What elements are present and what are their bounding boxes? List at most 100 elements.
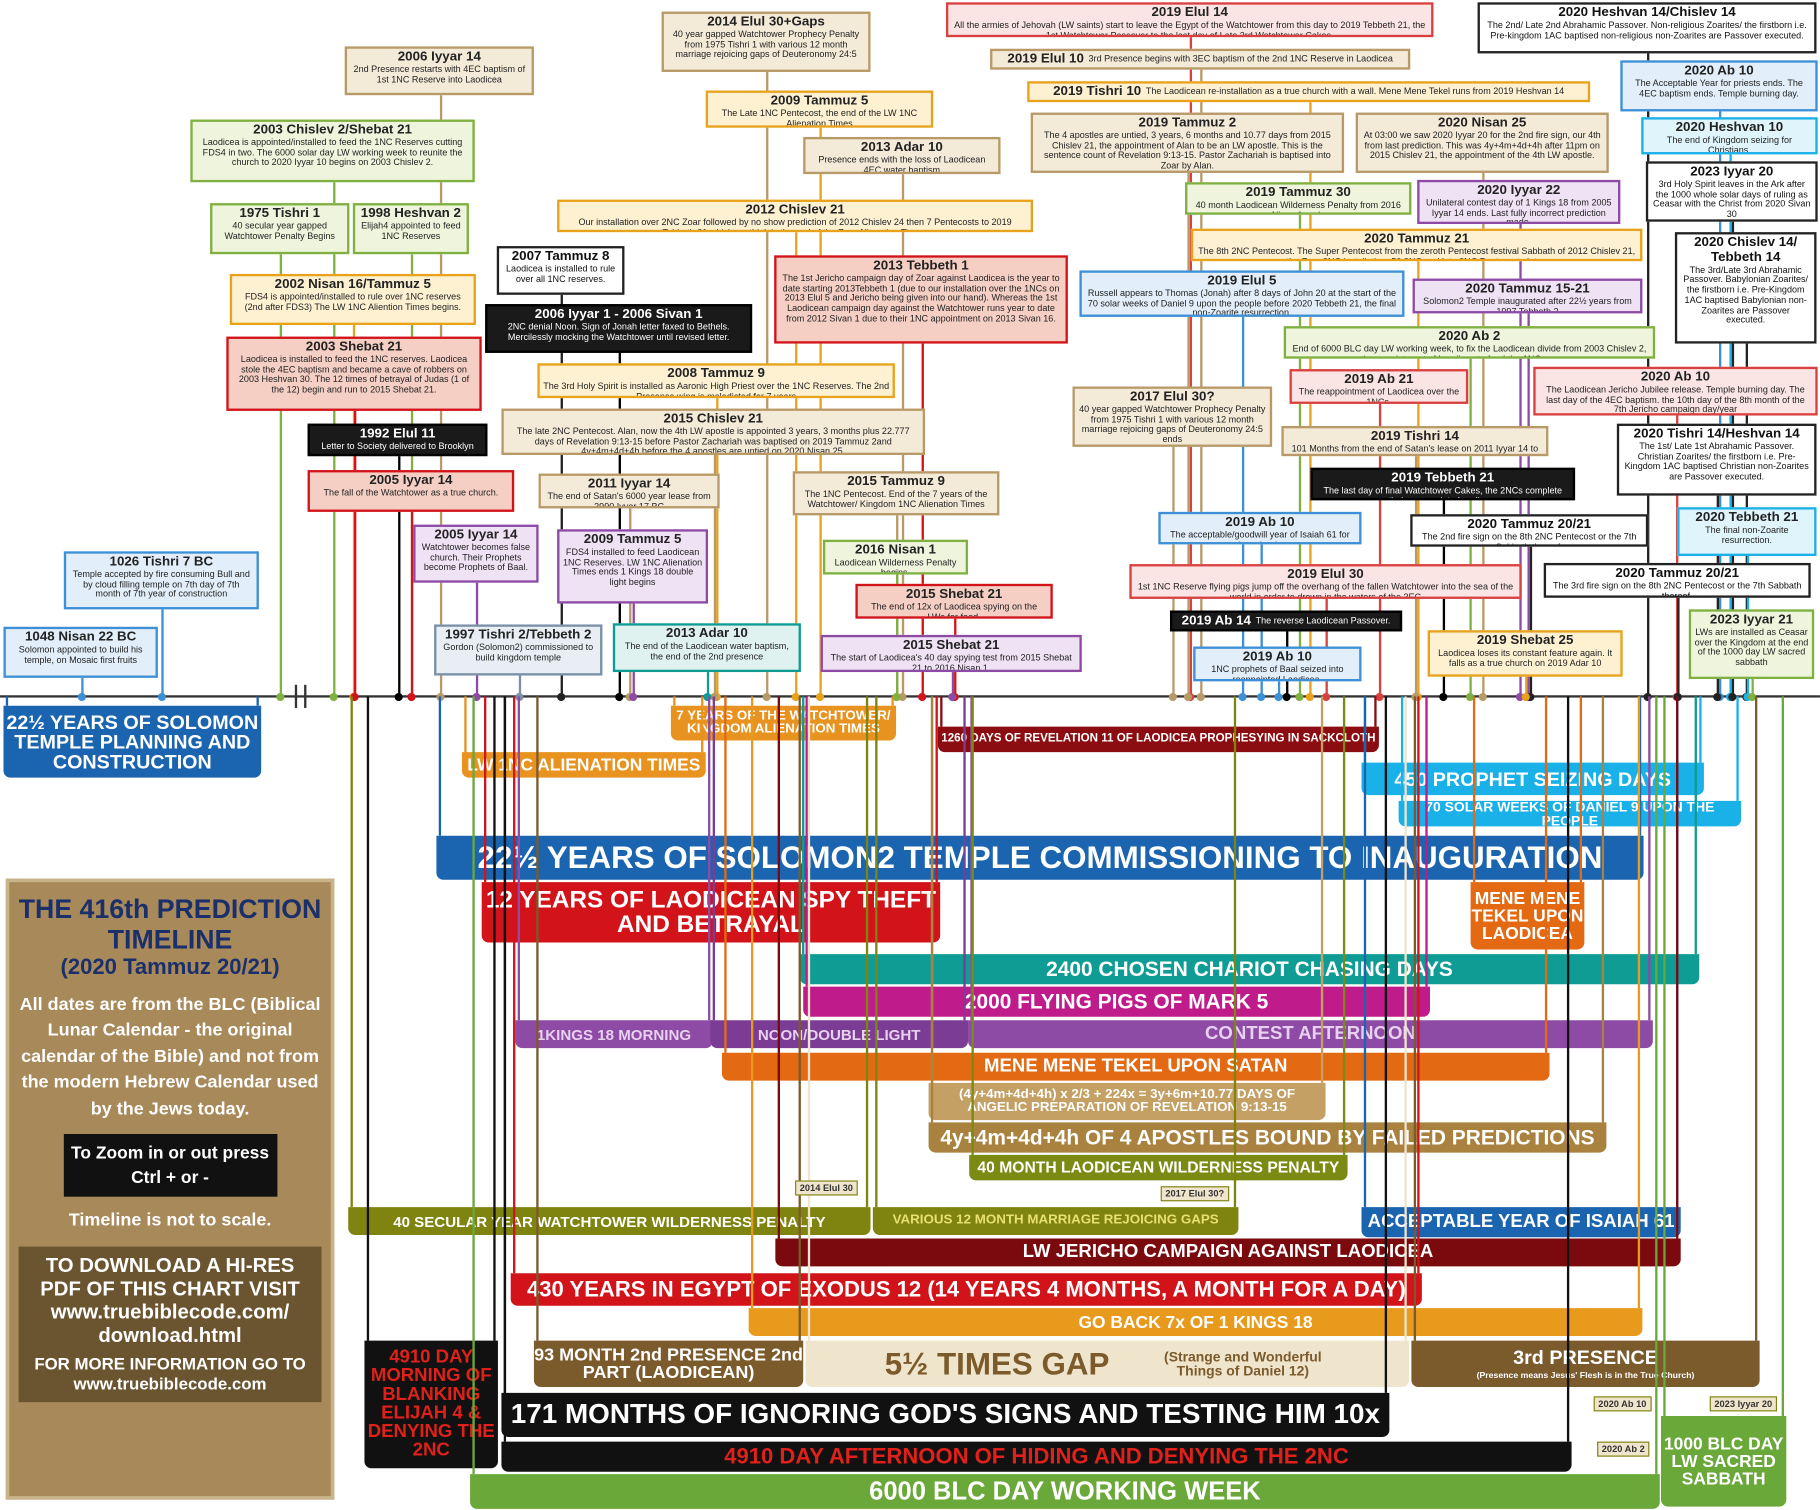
event-date: 2019 Tishri 10 — [1053, 84, 1142, 99]
event-description: All the armies of Jehovah (LW saints) st… — [954, 19, 1426, 38]
period-label: 5½ TIMES GAP — [884, 1345, 1110, 1381]
timeline-dot — [329, 692, 338, 701]
period-band-7-years-of-the-watchtower-kingdom-aliena: 7 YEARS OF THE WATCHTOWER/ KINGDOM ALIEN… — [670, 705, 897, 741]
date-tag: 2020 Ab 2 — [1597, 1441, 1650, 1457]
event-description: The Late 1NC Pentecost, the end of the L… — [721, 107, 918, 128]
event-description: Laodicea is installed to rule over all 1… — [506, 263, 616, 284]
event-description: Our installation over 2NC Zoar followed … — [578, 216, 1012, 230]
band-connector — [1601, 696, 1604, 1123]
event-description: Laodicea is appointed/installed to feed … — [202, 136, 463, 168]
band-connector — [1637, 696, 1640, 1309]
band-connector — [701, 696, 703, 753]
panel-note: All dates are from the BLC (Biblical Lun… — [19, 994, 321, 1119]
event-description: Unilateral contest day of 1 Kings 18 fro… — [1425, 197, 1612, 225]
event-date: 2020 Ab 2 — [1438, 329, 1501, 344]
download-text[interactable]: TO DOWNLOAD A HI-RES PDF OF THIS CHART V… — [40, 1253, 300, 1347]
band-connector — [1648, 696, 1651, 1021]
timeline-dot — [77, 692, 86, 701]
event-date: 2019 Ab 14 — [1181, 613, 1251, 628]
period-band-4y-4m-4d-4h-of-4-apostles-bound-by-faile: 4y+4m+4d+4h OF 4 APOSTLES BOUND BY FAILE… — [928, 1122, 1607, 1153]
event-date: 2019 Elul 5 — [1207, 273, 1277, 288]
period-band-4y-4m-4d-4h-x-2-3-224x-3y-6m-10-77-days-: (4y+4m+4d+4h) x 2/3 + 224x = 3y+6m+10.77… — [928, 1082, 1326, 1121]
period-label: 430 YEARS IN EGYPT OF EXODUS 12 (14 YEAR… — [526, 1277, 1406, 1302]
info-link[interactable]: FOR MORE INFORMATION GO TO www.truebible… — [34, 1355, 306, 1394]
connector-line — [1189, 37, 1192, 697]
event-date: 2020 Tammuz 20/21 — [1467, 517, 1592, 532]
timeline-dot — [917, 692, 926, 701]
event-date: 2019 Tebbeth 21 — [1391, 471, 1495, 486]
period-band-22-years-of-solomon-temple-planning-and-: 22½ YEARS OF SOLOMON TEMPLE PLANNING AND… — [3, 705, 262, 778]
event-description: 1st 1NC Reserve flying pigs jump off the… — [1137, 581, 1514, 599]
band-connector — [970, 696, 973, 1021]
download-link[interactable]: TO DOWNLOAD A HI-RES PDF OF THIS CHART V… — [18, 1246, 322, 1402]
period-band-go-back-7x-of-1-kings-18: GO BACK 7x OF 1 KINGS 18 — [748, 1308, 1643, 1336]
date-tag: 2020 Ab 10 — [1593, 1396, 1652, 1412]
event-description: The 3rd Holy Spirit is installed as Aaro… — [543, 380, 890, 399]
event-box-2017-elul-30[interactable]: 2017 Elul 30?40 year gapped Watchtower P… — [1072, 386, 1273, 447]
band-connector — [1736, 696, 1739, 801]
period-band-1kings-18-morning: 1KINGS 18 MORNING — [515, 1020, 713, 1049]
event-description: The late 2NC Pentecost. Alan, now the 4t… — [516, 425, 910, 455]
event-description: 1NC prophets of Baal seized into reappoi… — [1211, 663, 1344, 682]
connector-line — [951, 672, 954, 697]
